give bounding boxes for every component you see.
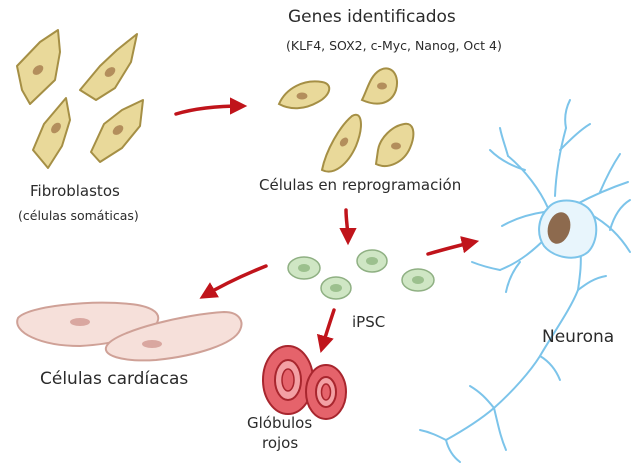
cardiac-cells bbox=[16, 301, 243, 362]
cardiac-cell bbox=[104, 310, 243, 362]
fibroblast-cell bbox=[79, 33, 138, 101]
neuron-cell bbox=[419, 99, 631, 463]
fibroblast-cell bbox=[32, 97, 71, 169]
fibroblasts-sublabel: (células somáticas) bbox=[18, 208, 139, 223]
ipsc-cell bbox=[287, 256, 321, 280]
genes-title: Genes identificados bbox=[288, 7, 456, 27]
ipsc-label: iPSC bbox=[352, 313, 385, 331]
neuron-nucleus bbox=[547, 212, 571, 244]
reprogramming-cell bbox=[277, 80, 331, 110]
ipsc-cell bbox=[320, 276, 352, 300]
arrow-reprogramming-to-ipsc bbox=[339, 208, 357, 246]
arrow-ipsc-to-neuron bbox=[426, 236, 480, 256]
rbc-label-line2: rojos bbox=[262, 434, 298, 452]
red-blood-cell bbox=[262, 345, 314, 415]
reprogramming-cell bbox=[374, 122, 415, 167]
arrow-ipsc-to-cardiac bbox=[199, 264, 268, 299]
genes-list: (KLF4, SOX2, c-Myc, Nanog, Oct 4) bbox=[286, 38, 502, 53]
red-blood-cells bbox=[262, 345, 347, 420]
fibroblast-cell bbox=[16, 29, 61, 105]
reprogramming-cell bbox=[360, 67, 398, 105]
reprogramming-cells bbox=[277, 67, 415, 173]
fibroblast-cells bbox=[16, 29, 144, 169]
neuron-label: Neurona bbox=[542, 327, 614, 347]
rbc-label-line1: Glóbulos bbox=[247, 414, 312, 432]
reprogramming-cell bbox=[320, 113, 362, 173]
red-blood-cell bbox=[305, 364, 347, 420]
ipsc-cells bbox=[287, 249, 435, 300]
ipsc-cell bbox=[356, 249, 388, 273]
ipsc-cell bbox=[401, 268, 435, 292]
reprogramming-label: Células en reprogramación bbox=[259, 176, 461, 194]
cardiac-label: Células cardíacas bbox=[40, 369, 188, 389]
arrows bbox=[174, 97, 480, 354]
fibroblast-cell bbox=[90, 99, 144, 163]
arrow-fibroblast-to-reprogramming bbox=[174, 97, 248, 116]
arrow-ipsc-to-rbc bbox=[316, 308, 336, 354]
fibroblasts-label: Fibroblastos bbox=[30, 182, 120, 200]
